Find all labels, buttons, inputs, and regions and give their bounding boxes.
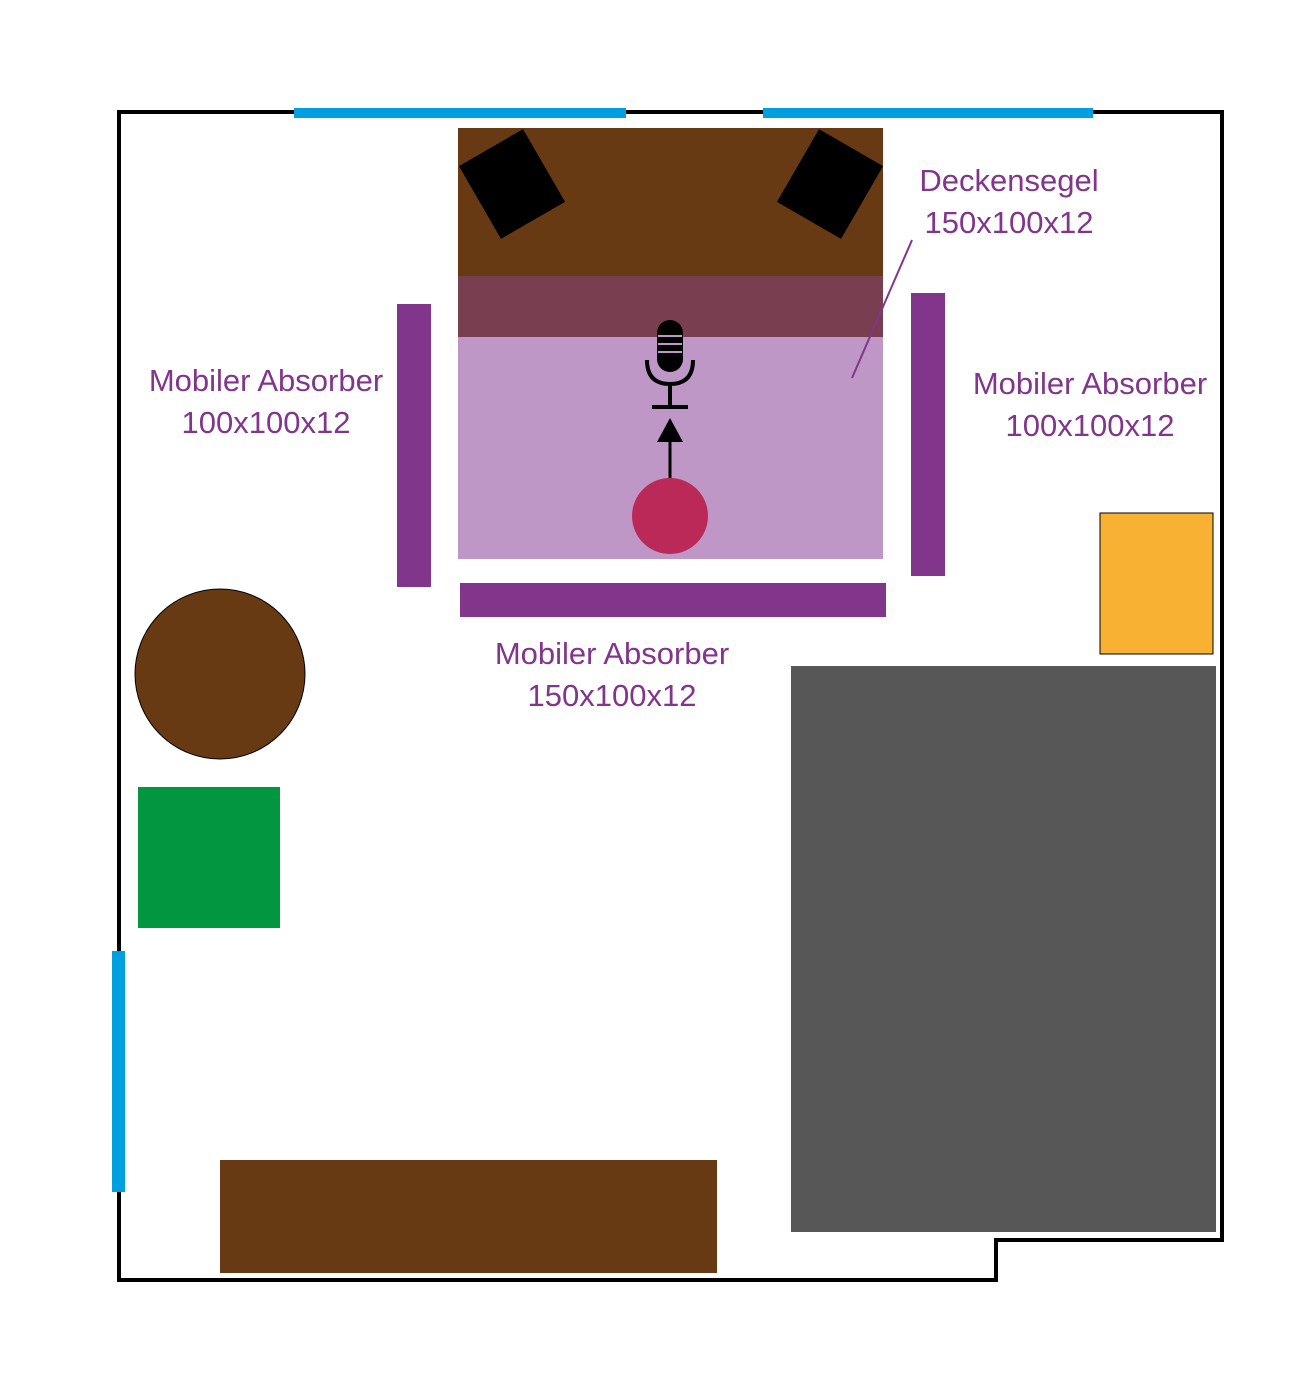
ceiling-sail-leader-line [851, 239, 913, 379]
absorber-right-label: Mobiler Absorber 100x100x12 [952, 363, 1228, 447]
absorber-right-label-size: 100x100x12 [1005, 408, 1175, 443]
microphone-icon [645, 320, 695, 409]
absorber-left-label: Mobiler Absorber 100x100x12 [128, 360, 404, 444]
listener-position [632, 478, 708, 554]
speaker-right [776, 129, 884, 239]
green-box [138, 787, 280, 928]
absorber-bottom-label: Mobiler Absorber 150x100x12 [474, 633, 750, 717]
room-walls [117, 110, 1224, 1282]
absorber-left-label-size: 100x100x12 [181, 405, 351, 440]
ceiling-sail-label-size: 150x100x12 [924, 205, 1094, 240]
absorber-right-label-name: Mobiler Absorber [972, 366, 1208, 401]
arrow-up-icon [657, 418, 683, 482]
ceiling-sail-label-name: Deckensegel [919, 163, 1099, 198]
orange-box [1099, 512, 1214, 655]
absorber-bottom-label-size: 150x100x12 [527, 678, 697, 713]
absorber-right [911, 293, 945, 576]
absorber-left [397, 304, 431, 587]
ceiling-sail-label: Deckensegel 150x100x12 [894, 160, 1124, 244]
speaker-left [458, 129, 566, 239]
window-top-right [763, 108, 1093, 118]
absorber-left-label-name: Mobiler Absorber [148, 363, 384, 398]
absorber-bottom [460, 583, 886, 617]
absorber-bottom-label-name: Mobiler Absorber [494, 636, 730, 671]
round-table [134, 588, 306, 760]
sideboard [220, 1160, 717, 1273]
window-left [112, 951, 125, 1192]
bed [791, 666, 1216, 1232]
window-top-left [294, 108, 626, 118]
